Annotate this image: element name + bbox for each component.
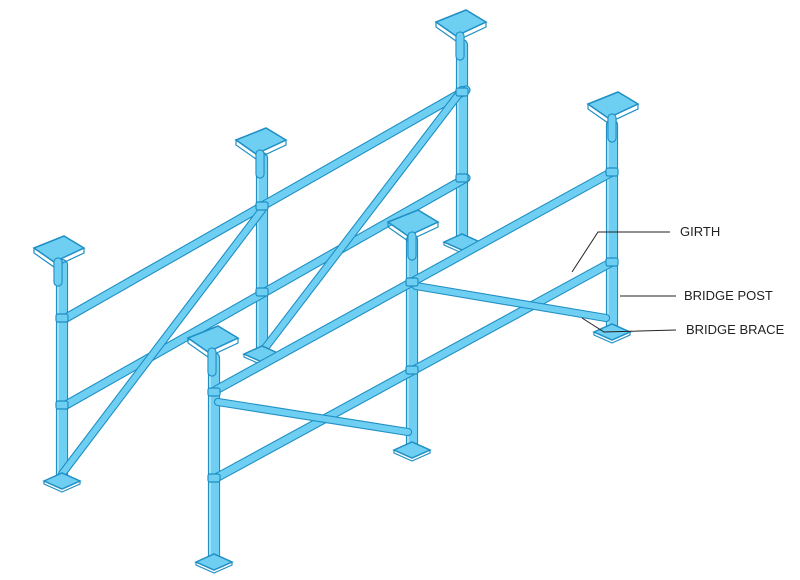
back-brace-left-fill — [59, 207, 265, 477]
callouts: GIRTH BRIDGE POST BRIDGE BRACE — [571, 224, 785, 337]
front-clamp-5 — [405, 365, 419, 375]
front-base-plate-right-side — [593, 332, 631, 344]
front-bridge-brace-left-fill — [215, 399, 411, 435]
back-base-plate-left-side — [43, 481, 81, 493]
back-brace-left — [57, 205, 267, 479]
front-bridge-brace-right-fill — [413, 283, 609, 321]
front-bridge-brace-right — [411, 281, 611, 323]
back-clamp-6 — [455, 173, 469, 183]
girth-label: GIRTH — [680, 224, 720, 239]
front-base-plate-middle-side — [393, 450, 431, 462]
bridge-brace-leader — [581, 317, 677, 333]
front-clamp-6 — [605, 257, 619, 267]
back-brace-right-fill — [259, 87, 465, 355]
front-base-plate-left-side — [195, 562, 233, 574]
front-frame — [186, 91, 640, 574]
front-clamp-2 — [405, 277, 419, 287]
front-clamp-1 — [207, 387, 221, 397]
back-clamp-2 — [255, 201, 269, 211]
back-clamp-1 — [55, 313, 69, 323]
front-bridge-brace-left — [213, 397, 413, 437]
bridge-brace-label: BRIDGE BRACE — [686, 322, 785, 337]
bridge-post-label: BRIDGE POST — [684, 288, 773, 303]
back-brace-right — [257, 85, 467, 357]
girth-leader — [571, 231, 670, 273]
back-clamp-4 — [55, 400, 69, 410]
back-clamp-3 — [455, 87, 469, 97]
back-frame — [32, 9, 488, 493]
front-clamp-4 — [207, 473, 221, 483]
back-clamp-5 — [255, 287, 269, 297]
front-clamp-3 — [605, 167, 619, 177]
